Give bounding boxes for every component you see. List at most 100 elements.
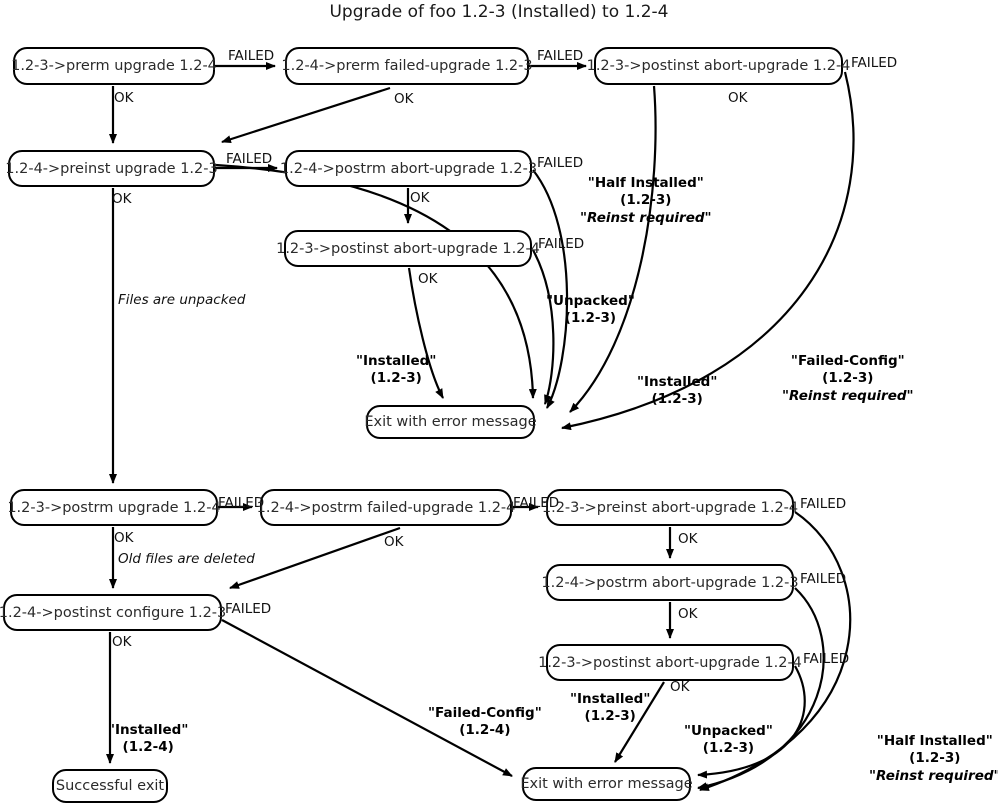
node-postrm_failed_upgrade[interactable]: 1.2-4->postrm failed-upgrade 1.2-4 — [257, 489, 515, 526]
state-label-line2: (1.2-3) — [370, 370, 422, 387]
state-label-line2: (1.2-3) — [564, 310, 617, 327]
edge-label-failed-4: FAILED — [226, 151, 273, 167]
state-label-line1: "Half Installed" — [876, 733, 993, 749]
edge-label-failed-6: FAILED — [538, 236, 585, 252]
edge-label-ok-4: OK — [112, 191, 132, 207]
node-exit_error_bottom[interactable]: Exit with error message — [520, 767, 693, 801]
node-prerm_failed_upgrade[interactable]: 1.2-4->prerm failed-upgrade 1.2-3 — [281, 47, 533, 85]
note-files-unpacked: Files are unpacked — [118, 292, 246, 308]
edge-label-failed-11: FAILED — [225, 601, 272, 617]
edge-label-ok-7: OK — [114, 530, 134, 546]
state-label-line2: (1.2-4) — [122, 739, 174, 756]
edge-e-postrmabort-failed-curve — [532, 169, 569, 409]
state-label-line2: (1.2-3) — [909, 750, 961, 767]
node-label: 1.2-3->preinst abort-upgrade 1.2-4 — [541, 499, 799, 516]
state-label-line2: (1.2-3) — [822, 370, 874, 387]
state-label-line1: "Installed" — [570, 691, 651, 707]
state-label-line1: "Failed-Config" — [790, 353, 905, 369]
edge-label-ok-1: OK — [114, 90, 134, 106]
node-label: 1.2-3->postrm upgrade 1.2-4 — [7, 499, 221, 516]
state-label-line2: (1.2-3) — [584, 708, 636, 725]
edge-label-failed-1: FAILED — [228, 48, 275, 64]
edge-e-postinstab-failed-curve — [697, 665, 806, 779]
node-postinst_configure[interactable]: 1.2-4->postinst configure 1.2-3 — [0, 594, 226, 631]
edge-label-ok-9: OK — [678, 531, 698, 547]
edge-label-ok-5: OK — [410, 190, 430, 206]
state-label-half-installed-bottom: "Half Installed"(1.2-3)"Reinst required" — [869, 733, 998, 785]
node-label: 1.2-4->preinst upgrade 1.2-3 — [5, 160, 218, 177]
node-label: 1.2-3->prerm upgrade 1.2-4 — [11, 58, 217, 74]
edge-label-ok-8: OK — [384, 534, 404, 550]
node-prerm_upgrade[interactable]: 1.2-3->prerm upgrade 1.2-4 — [11, 47, 217, 85]
edge-e-postinsttop-ok-curve — [569, 85, 657, 413]
edge-e-postinstabort-ok-exit — [407, 267, 444, 399]
node-postinst_abort_mid[interactable]: 1.2-3->postinst abort-upgrade 1.2-4 — [276, 230, 540, 267]
edge-label-ok-2: OK — [394, 91, 414, 107]
edge-e-prermfailed-ok-to-preinst — [221, 86, 391, 144]
node-postrm_upgrade[interactable]: 1.2-3->postrm upgrade 1.2-4 — [7, 489, 221, 526]
state-label-installed-bottom-left: "Installed"(1.2-4) — [108, 722, 188, 757]
state-label-unpacked-bottom: "Unpacked"(1.2-3) — [684, 723, 773, 758]
node-postinst_abort_top[interactable]: 1.2-3->postinst abort-upgrade 1.2-4 — [587, 47, 850, 85]
edge-label-failed-7: FAILED — [218, 495, 265, 511]
state-label-line3: "Reinst required" — [782, 387, 914, 404]
state-label-line2: (1.2-3) — [702, 740, 755, 757]
edge-label-ok-10: OK — [678, 606, 698, 622]
node-postrm_abort_mid[interactable]: 1.2-4->postrm abort-upgrade 1.2-3 — [280, 150, 537, 187]
state-label-failed-config-top: "Failed-Config"(1.2-3)"Reinst required" — [782, 353, 914, 405]
edge-label-failed-5: FAILED — [537, 155, 584, 171]
state-label-line1: "Installed" — [108, 722, 189, 738]
edge-label-failed-9: FAILED — [800, 496, 847, 512]
edge-e-postinstabort-failed-curve — [532, 249, 555, 405]
node-exit_error_top[interactable]: Exit with error message — [364, 405, 537, 439]
edge-e-postrmab-failed-curve — [697, 587, 825, 791]
state-label-half-installed-top: "Half Installed"(1.2-3)"Reinst required" — [580, 175, 712, 227]
state-label-installed-bottom-right: "Installed"(1.2-3) — [570, 691, 650, 726]
state-label-line2: (1.2-3) — [620, 192, 672, 209]
edge-e-postinsttop-failed-curve — [561, 71, 855, 431]
node-label: Exit with error message — [364, 414, 537, 430]
state-label-line3: "Reinst required" — [869, 767, 998, 784]
node-postinst_abort_bottom[interactable]: 1.2-3->postinst abort-upgrade 1.2-4 — [538, 644, 802, 681]
state-label-line3: "Reinst required" — [580, 209, 712, 226]
node-label: 1.2-4->postrm abort-upgrade 1.2-3 — [279, 160, 538, 177]
state-label-failed-config-bottom: "Failed-Config"(1.2-4) — [428, 705, 542, 740]
edge-label-failed-3: FAILED — [851, 55, 898, 71]
edge-e-postinstconf-failed-exit — [221, 619, 513, 777]
node-label: 1.2-4->postrm failed-upgrade 1.2-4 — [256, 499, 516, 516]
edge-label-ok-11: OK — [112, 634, 132, 650]
state-label-line2: (1.2-3) — [651, 391, 703, 408]
state-label-line1: "Failed-Config" — [428, 705, 542, 721]
node-preinst_abort[interactable]: 1.2-3->preinst abort-upgrade 1.2-4 — [542, 489, 798, 526]
state-label-line1: "Half Installed" — [587, 175, 704, 191]
edge-e-postrmfailed-ok-curve — [229, 526, 401, 590]
state-label-line1: "Unpacked" — [684, 723, 773, 739]
state-label-installed-top-left: "Installed"(1.2-3) — [356, 353, 436, 388]
state-label-installed-top-right: "Installed"(1.2-3) — [637, 374, 717, 409]
page-title: Upgrade of foo 1.2-3 (Installed) to 1.2-… — [329, 2, 669, 22]
node-label: 1.2-3->postinst abort-upgrade 1.2-4 — [538, 654, 802, 671]
edge-e-postinstab-ok-exit — [614, 681, 665, 763]
node-successful_exit[interactable]: Successful exit — [52, 769, 168, 803]
node-label: 1.2-4->postinst configure 1.2-3 — [0, 604, 227, 621]
edge-label-ok-6: OK — [418, 271, 438, 287]
node-label: 1.2-4->prerm failed-upgrade 1.2-3 — [281, 58, 533, 74]
state-label-line1: "Unpacked" — [546, 293, 635, 309]
node-label: 1.2-3->postinst abort-upgrade 1.2-4 — [586, 58, 851, 74]
node-label: Exit with error message — [520, 776, 693, 792]
node-label: Successful exit — [55, 778, 165, 794]
state-label-line2: (1.2-4) — [459, 722, 511, 739]
node-label: 1.2-3->postinst abort-upgrade 1.2-4 — [276, 240, 540, 257]
state-label-line1: "Installed" — [637, 374, 718, 390]
state-label-unpacked-top: "Unpacked"(1.2-3) — [546, 293, 635, 328]
edge-label-failed-8: FAILED — [513, 495, 560, 511]
node-preinst_upgrade[interactable]: 1.2-4->preinst upgrade 1.2-3 — [5, 150, 218, 187]
note-old-files: Old files are deleted — [118, 551, 255, 567]
edge-label-failed-2: FAILED — [537, 48, 584, 64]
edge-label-failed-12: FAILED — [803, 651, 850, 667]
node-postrm_abort_bottom[interactable]: 1.2-4->postrm abort-upgrade 1.2-3 — [541, 564, 799, 601]
state-label-line1: "Installed" — [356, 353, 437, 369]
edge-label-ok-12: OK — [670, 679, 690, 695]
